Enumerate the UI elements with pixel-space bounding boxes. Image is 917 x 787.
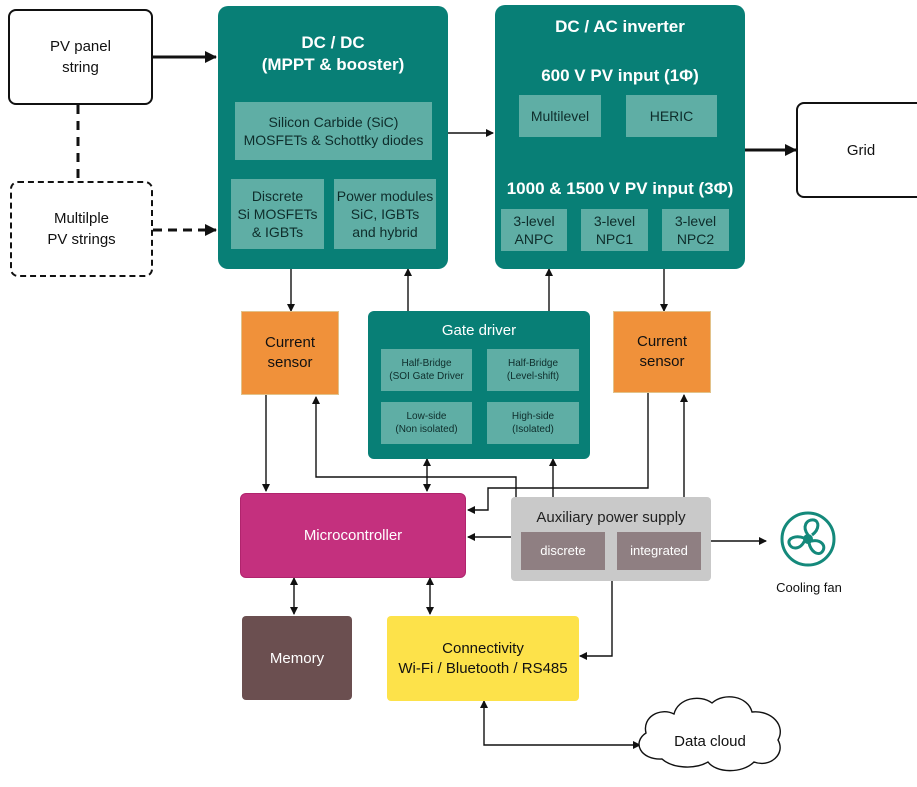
- three-phase-heading: 1000 & 1500 V PV input (3Φ): [506, 179, 734, 198]
- aux-title: Auxiliary power supply: [536, 509, 686, 526]
- half-bridge-soi-box: Half-Bridge (SOI Gate Driver: [381, 349, 472, 391]
- dcdc-title: DC / DC (MPPT & booster): [261, 33, 405, 74]
- aux-power-supply: Auxiliary power supply discrete integrat…: [511, 497, 711, 581]
- arrow-connectivity-cloud: [480, 700, 641, 749]
- power-modules-box: Power modules SiC, IGBTs and hybrid: [334, 179, 436, 249]
- multilevel-box: Multilevel: [519, 95, 601, 137]
- cooling-fan-icon: [780, 511, 836, 567]
- anpc-box: 3-level ANPC: [501, 209, 567, 251]
- connectivity-label: Connectivity Wi-Fi / Bluetooth / RS485: [398, 639, 568, 677]
- data-cloud-label: Data cloud: [674, 733, 746, 750]
- inverter-title: DC / AC inverter: [555, 17, 685, 36]
- multiple-pv-strings: Multilple PV strings: [10, 181, 153, 277]
- grid-box: Grid: [796, 102, 917, 198]
- pv-panel-label: PV panel string: [50, 38, 111, 76]
- sic-mosfets-box: Silicon Carbide (SiC) MOSFETs & Schottky…: [235, 102, 432, 160]
- pv-panel-string: PV panel string: [8, 9, 153, 105]
- npc1-box: 3-level NPC1: [581, 209, 648, 251]
- arrow-sensor-right-to-mcu: [467, 393, 649, 514]
- arrow-aux-to-sensor-left: [312, 396, 517, 497]
- aux-discrete-box: discrete: [521, 532, 605, 570]
- current-sensor-right-label: Current sensor: [636, 333, 688, 370]
- microcontroller-label: Microcontroller: [303, 527, 403, 544]
- gate-driver-block: Gate driver Half-Bridge (SOI Gate Driver…: [368, 311, 590, 459]
- heric-box: HERIC: [626, 95, 717, 137]
- current-sensor-left: Current sensor: [241, 311, 339, 395]
- half-bridge-level-shift-box: Half-Bridge (Level-shift): [487, 349, 579, 391]
- microcontroller-box: Microcontroller: [240, 493, 466, 578]
- inverter-block: DC / AC inverter 600 V PV input (1Φ) Mul…: [495, 5, 745, 269]
- arrow-aux-to-connectivity: [579, 581, 613, 660]
- data-cloud-shape: [638, 696, 781, 772]
- pv-strings-label: Multilple PV strings: [47, 210, 116, 248]
- connectivity-box: Connectivity Wi-Fi / Bluetooth / RS485: [387, 616, 579, 701]
- single-phase-heading: 600 V PV input (1Φ): [541, 66, 699, 85]
- cooling-fan-label: Cooling fan: [776, 580, 842, 595]
- dcdc-block: DC / DC (MPPT & booster) Silicon Carbide…: [218, 6, 448, 269]
- memory-box: Memory: [242, 616, 352, 700]
- low-side-box: Low-side (Non isolated): [381, 402, 472, 444]
- high-side-box: High-side (Isolated): [487, 402, 579, 444]
- gate-driver-title: Gate driver: [441, 322, 517, 339]
- discrete-si-box: Discrete Si MOSFETs & IGBTs: [231, 179, 324, 249]
- aux-integrated-box: integrated: [617, 532, 701, 570]
- current-sensor-left-label: Current sensor: [264, 334, 316, 371]
- current-sensor-right: Current sensor: [613, 311, 711, 393]
- grid-label: Grid: [846, 141, 876, 159]
- memory-label: Memory: [269, 649, 325, 667]
- npc2-box: 3-level NPC2: [662, 209, 729, 251]
